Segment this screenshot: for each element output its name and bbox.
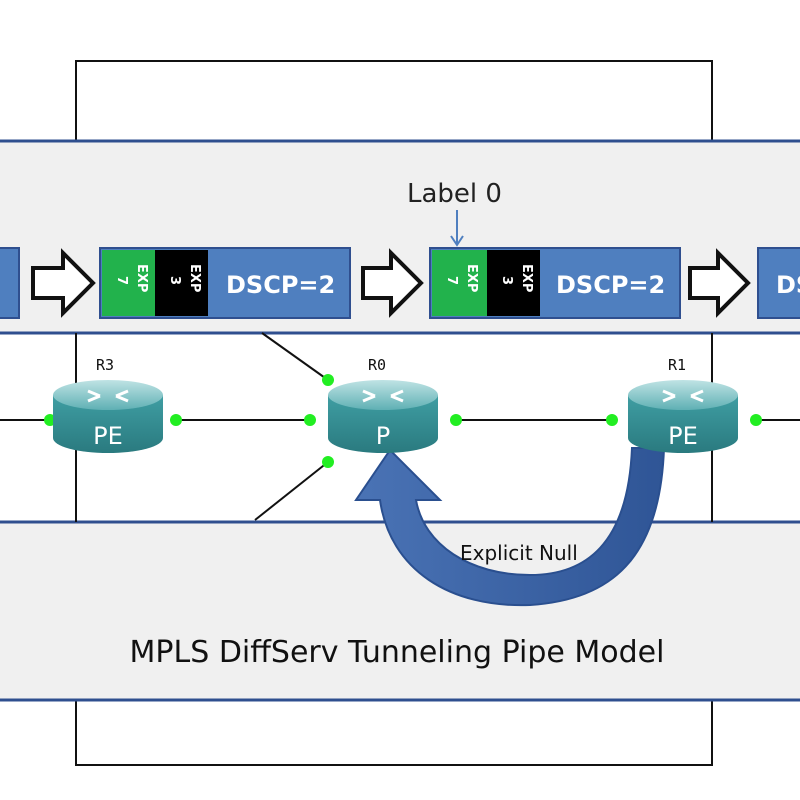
- packet-2-label-1-name: EXP: [464, 264, 479, 292]
- link-r0-upper: [261, 332, 329, 381]
- links: [0, 332, 800, 521]
- edge-packet-right-text: DS: [776, 271, 800, 299]
- edge-packet-right: [757, 247, 800, 319]
- router-icon: [662, 389, 704, 403]
- router-r3: R3 PE: [53, 356, 163, 453]
- interface-dot: [750, 414, 762, 426]
- router-r0: R0 P: [328, 356, 438, 453]
- router-r3-top: [53, 380, 163, 410]
- interface-dot: [304, 414, 316, 426]
- diagram-caption: MPLS DiffServ Tunneling Pipe Model: [130, 635, 665, 670]
- interface-dot: [170, 414, 182, 426]
- packet-1-label-2: [155, 250, 208, 316]
- router-r1-top: [628, 380, 738, 410]
- router-r1-role: PE: [668, 422, 698, 450]
- router-r1: R1 PE: [628, 356, 738, 453]
- router-r3-body: [53, 395, 163, 453]
- router-icon: [362, 389, 404, 403]
- packet-2: EXP 7 EXP 3 DSCP=2: [429, 247, 681, 319]
- packet-2-label-2: [487, 250, 540, 316]
- packet-1-label-1-name: EXP: [134, 264, 149, 292]
- router-r0-role: P: [376, 422, 390, 450]
- link-r0-lower: [254, 461, 329, 521]
- router-r1-body: [628, 395, 738, 453]
- flow-arrow-1: [31, 248, 96, 318]
- router-r1-name: R1: [668, 356, 686, 374]
- router-r3-role: PE: [93, 422, 123, 450]
- router-icon: [87, 389, 129, 403]
- flow-arrow-3: [688, 248, 751, 318]
- packet-2-label-2-name: EXP: [519, 264, 534, 292]
- edge-packet-left: [0, 247, 20, 319]
- explicit-null-arrow: [354, 447, 666, 607]
- packet-2-label-1: [432, 250, 487, 316]
- packet-2-label-1-value: 7: [444, 276, 459, 285]
- packet-1-label-2-value: 3: [167, 276, 182, 285]
- packet-2-dscp: DSCP=2: [556, 271, 665, 299]
- interface-dot: [322, 456, 334, 468]
- explicit-null-arrow-shape: [354, 447, 666, 607]
- interface-dot: [450, 414, 462, 426]
- packet-1-label-1: [102, 250, 155, 316]
- router-r0-body: [328, 395, 438, 453]
- interface-dots: [44, 374, 762, 468]
- router-r3-name: R3: [96, 356, 114, 374]
- interface-dot: [606, 414, 618, 426]
- label-callout-arrowhead: [450, 235, 464, 247]
- label-callout-text: Label 0: [407, 179, 502, 209]
- packet-1-dscp: DSCP=2: [226, 271, 335, 299]
- packet-1: EXP 7 EXP 3 DSCP=2: [99, 247, 351, 319]
- interface-dot: [322, 374, 334, 386]
- flow-arrow-2: [361, 248, 424, 318]
- router-r0-top: [328, 380, 438, 410]
- packet-2-label-2-value: 3: [499, 276, 514, 285]
- router-r0-name: R0: [368, 356, 386, 374]
- packet-1-label-1-value: 7: [114, 276, 129, 285]
- packet-1-label-2-name: EXP: [187, 264, 202, 292]
- explicit-null-label: Explicit Null: [460, 541, 578, 565]
